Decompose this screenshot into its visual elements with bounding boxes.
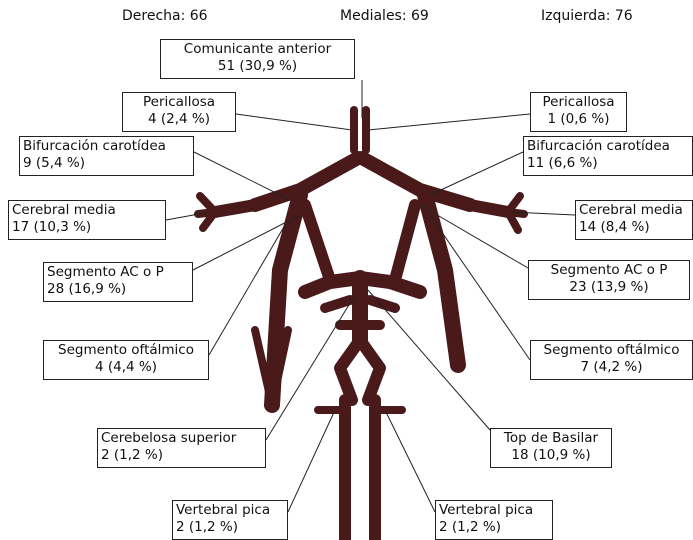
- label-vertebral-pica-right: Vertebral pica 2 (1,2 %): [172, 500, 288, 540]
- label-name: Top de Basilar: [494, 430, 608, 447]
- label-name: Bifurcación carotídea: [23, 138, 190, 155]
- label-segmento-acp-left: Segmento AC o P 23 (13,9 %): [528, 260, 690, 300]
- leader-bifurcacion-r: [194, 152, 290, 200]
- label-name: Vertebral pica: [176, 502, 284, 519]
- label-top-basilar: Top de Basilar 18 (10,9 %): [490, 428, 612, 468]
- label-name: Comunicante anterior: [164, 41, 351, 58]
- vessel-pcom-right: [305, 205, 330, 280]
- label-value: 51 (30,9 %): [164, 58, 351, 75]
- label-value: 18 (10,9 %): [494, 447, 608, 464]
- label-pericallosa-left: Pericallosa 1 (0,6 %): [530, 92, 627, 132]
- label-name: Segmento oftálmico: [534, 342, 689, 359]
- label-bifurcacion-right: Bifurcación carotídea 9 (5,4 %): [19, 136, 194, 176]
- leader-pericallosa-l: [368, 114, 530, 130]
- leader-vertebral-r: [288, 410, 335, 512]
- vessel-arch-left: [362, 158, 470, 205]
- label-cerebral-media-right: Cerebral media 17 (10,3 %): [8, 200, 166, 240]
- label-name: Cerebelosa superior: [101, 430, 262, 447]
- label-oftalmico-left: Segmento oftálmico 7 (4,2 %): [530, 340, 693, 380]
- label-value: 17 (10,3 %): [12, 219, 162, 236]
- leader-pericallosa-r: [236, 114, 352, 130]
- vessel-mca-right: [215, 205, 255, 212]
- label-cerebelosa-superior: Cerebelosa superior 2 (1,2 %): [97, 428, 266, 468]
- label-name: Bifurcación carotídea: [527, 138, 689, 155]
- label-comunicante-anterior: Comunicante anterior 51 (30,9 %): [160, 39, 355, 79]
- label-value: 23 (13,9 %): [532, 279, 686, 296]
- vessel-vertebral-loop: [340, 340, 380, 400]
- label-name: Cerebral media: [579, 202, 689, 219]
- label-oftalmico-right: Segmento oftálmico 4 (4,4 %): [43, 340, 209, 380]
- label-value: 9 (5,4 %): [23, 155, 190, 172]
- label-name: Segmento oftálmico: [47, 342, 205, 359]
- label-value: 14 (8,4 %): [579, 219, 689, 236]
- label-value: 11 (6,6 %): [527, 155, 689, 172]
- label-name: Segmento AC o P: [532, 262, 686, 279]
- label-name: Pericallosa: [126, 94, 232, 111]
- leader-vertebral-l: [385, 410, 435, 512]
- label-pericallosa-right: Pericallosa 4 (2,4 %): [122, 92, 236, 132]
- label-value: 4 (2,4 %): [126, 111, 232, 128]
- label-segmento-acp-right: Segmento AC o P 28 (16,9 %): [43, 262, 193, 302]
- label-vertebral-pica-left: Vertebral pica 2 (1,2 %): [435, 500, 553, 540]
- label-name: Segmento AC o P: [47, 264, 189, 281]
- label-value: 4 (4,4 %): [47, 359, 205, 376]
- vessel-mca-left: [470, 205, 508, 212]
- vessel-pca-right: [305, 278, 360, 292]
- label-name: Vertebral pica: [439, 502, 549, 519]
- vessel-pcom-left: [395, 205, 415, 280]
- label-value: 2 (1,2 %): [101, 447, 262, 464]
- label-value: 1 (0,6 %): [534, 111, 623, 128]
- label-bifurcacion-left: Bifurcación carotídea 11 (6,6 %): [523, 136, 693, 176]
- leader-bifurcacion-l: [430, 152, 523, 195]
- label-name: Pericallosa: [534, 94, 623, 111]
- label-value: 2 (1,2 %): [176, 519, 284, 536]
- label-value: 2 (1,2 %): [439, 519, 549, 536]
- label-name: Cerebral media: [12, 202, 162, 219]
- label-cerebral-media-left: Cerebral media 14 (8,4 %): [575, 200, 693, 240]
- vessel-sca-right: [325, 300, 350, 308]
- label-value: 28 (16,9 %): [47, 281, 189, 298]
- label-value: 7 (4,2 %): [534, 359, 689, 376]
- vessel-pca-left: [360, 278, 420, 292]
